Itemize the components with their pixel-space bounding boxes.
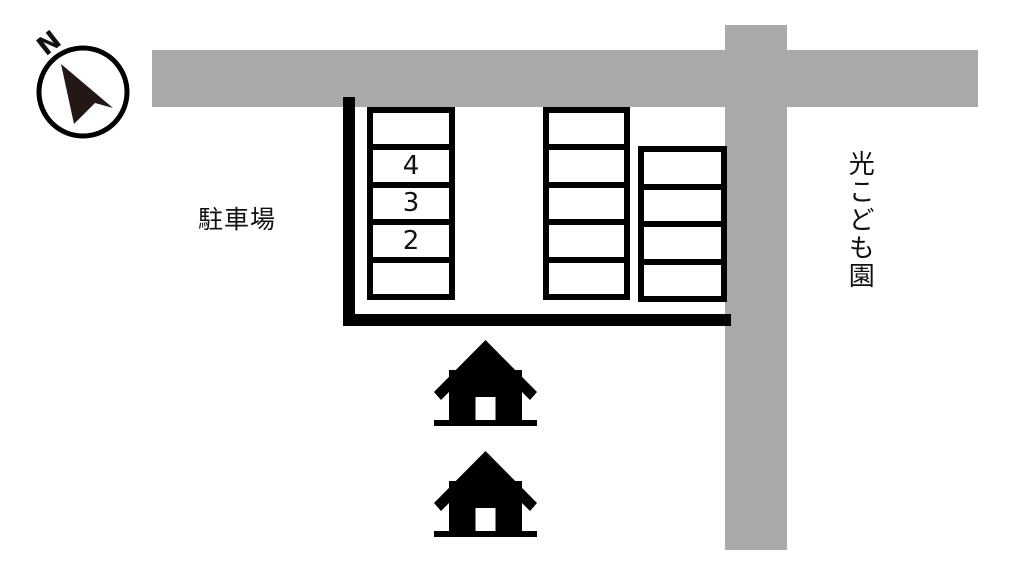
house-icon	[434, 451, 537, 537]
parking-space	[644, 189, 721, 221]
parking-space	[549, 262, 624, 294]
road-horizontal	[152, 50, 978, 107]
compass-arrow	[61, 64, 113, 124]
facility-name-label: 光こども園	[844, 150, 875, 290]
parking-space	[644, 152, 721, 184]
parking-space-4: 4	[373, 150, 449, 182]
parking-column-left: 4 3 2	[367, 107, 455, 300]
parking-space-3: 3	[373, 187, 449, 220]
parking-space-2: 2	[373, 225, 449, 257]
parking-space	[644, 227, 721, 259]
parking-boundary-bottom	[343, 314, 731, 326]
parking-space	[549, 150, 624, 182]
parking-boundary-left	[343, 97, 355, 326]
parking-space	[549, 225, 624, 257]
house-icon	[434, 340, 537, 426]
parking-column-middle	[543, 107, 630, 300]
parking-space	[549, 187, 624, 220]
parking-space	[373, 262, 449, 294]
compass-north-icon: N	[32, 26, 130, 139]
parking-column-right	[638, 146, 727, 302]
parking-space	[373, 113, 449, 145]
road-vertical	[725, 25, 787, 550]
parking-space	[549, 113, 624, 145]
parking-lot-label: 駐車場	[198, 205, 277, 234]
parking-space	[644, 264, 721, 296]
